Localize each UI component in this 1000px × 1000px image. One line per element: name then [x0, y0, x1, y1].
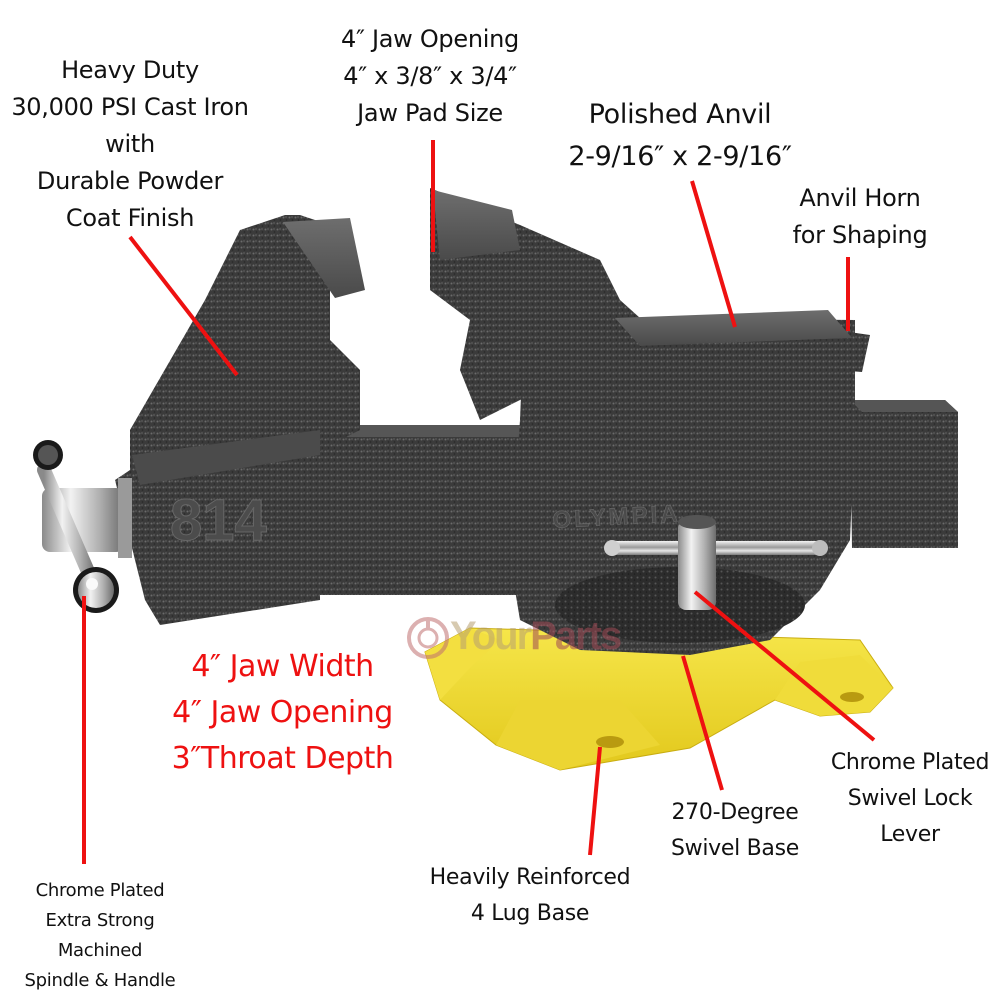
callout-text: 30,000 PSI Cast Iron [11, 93, 249, 121]
callout-text: Heavily Reinforced [429, 865, 631, 890]
callout-swivel-base: 270-Degree Swivel Base [650, 795, 820, 867]
callout-jaw-opening: 4″ Jaw Opening 4″ x 3/8″ x 3/4″ Jaw Pad … [300, 21, 560, 132]
spec-jaw-width: 4″ Jaw Width [191, 649, 374, 684]
spec-jaw-opening: 4″ Jaw Opening [172, 695, 393, 730]
callout-line-swivel-lock [693, 590, 876, 742]
callout-text: Heavy Duty [61, 56, 199, 84]
callout-line-cast-iron [128, 235, 239, 377]
callout-text: Extra Strong [45, 910, 155, 931]
swivel-lock-lever-graphic [604, 515, 828, 610]
callout-text: 2-9/16″ x 2-9/16″ [568, 141, 792, 172]
watermark-text-parts: Parts [530, 614, 622, 658]
watermark: YourParts [406, 612, 636, 664]
callout-text: Polished Anvil [588, 99, 772, 130]
fixed-body-graphic [430, 188, 855, 655]
callout-anvil-horn: Anvil Horn for Shaping [765, 180, 955, 254]
callout-text: Machined [57, 940, 143, 961]
callout-text: Durable Powder [36, 167, 224, 195]
callout-text: 4 Lug Base [470, 901, 590, 926]
casting-mark: 814 [170, 488, 267, 553]
callout-text: Spindle & Handle [24, 970, 176, 991]
callout-text: Swivel Lock [847, 786, 973, 811]
callout-text: Chrome Plated [35, 880, 165, 901]
callout-text: for Shaping [792, 221, 928, 249]
front-jaw-graphic: 814 [115, 215, 365, 625]
callout-text: Chrome Plated [830, 750, 990, 775]
callout-cast-iron: Heavy Duty 30,000 PSI Cast Iron with Dur… [0, 52, 260, 237]
callout-spindle: Chrome Plated Extra Strong Machined Spin… [2, 876, 198, 996]
callout-text: Lever [880, 822, 940, 847]
callout-text: with [105, 130, 155, 158]
swivel-base-graphic [424, 627, 894, 771]
callout-text: Coat Finish [65, 204, 195, 232]
spec-summary: 4″ Jaw Width 4″ Jaw Opening 3″Throat Dep… [140, 644, 425, 782]
callout-lug-base: Heavily Reinforced 4 Lug Base [405, 860, 655, 932]
callout-text: Jaw Pad Size [357, 99, 503, 127]
callout-line-anvil [690, 180, 737, 328]
callout-line-swivel-base [681, 655, 724, 791]
callout-lines [82, 140, 876, 864]
callout-text: Anvil Horn [799, 184, 921, 212]
watermark-text-your: Your [450, 614, 532, 658]
callout-text: 4″ x 3/8″ x 3/4″ [343, 62, 517, 90]
callout-line-lug-base [588, 746, 602, 856]
spec-throat-depth: 3″Throat Depth [171, 741, 394, 776]
spindle-handle-graphic [33, 440, 132, 613]
callout-text: 270-Degree [671, 800, 799, 825]
watermark-logo-icon [407, 617, 449, 659]
callout-text: 4″ Jaw Opening [341, 25, 519, 53]
callout-anvil: Polished Anvil 2-9/16″ x 2-9/16″ [545, 94, 815, 178]
callout-swivel-lock: Chrome Plated Swivel Lock Lever [815, 745, 1000, 853]
callout-text: Swivel Base [670, 836, 799, 861]
